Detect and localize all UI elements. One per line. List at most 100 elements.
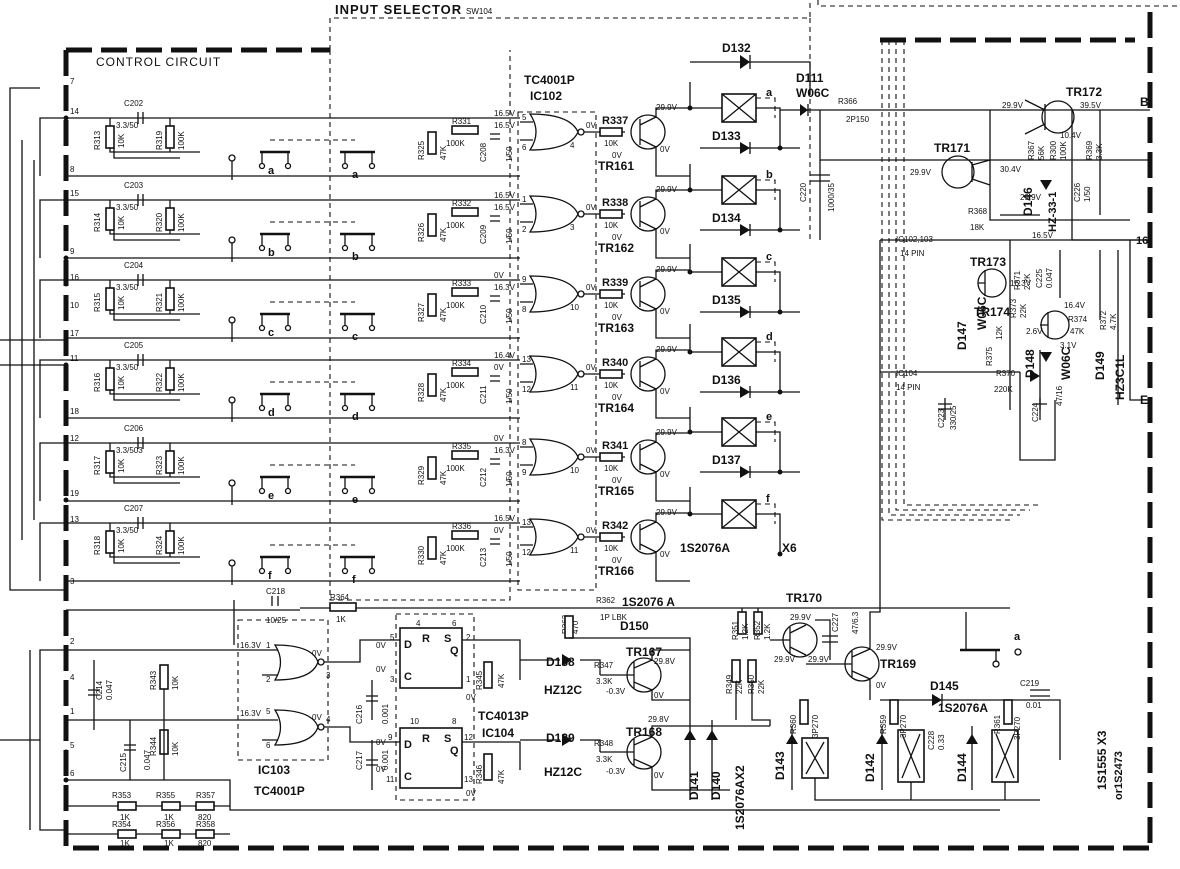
d140-part: 1S2076AX2: [733, 765, 747, 830]
d132-label: D132: [722, 41, 751, 55]
ic102-part: TC4001P: [524, 73, 575, 87]
nor-gate: [528, 113, 579, 151]
gate-in-v1: 16.4V: [494, 351, 516, 360]
ff1-pin-3: 3: [390, 675, 395, 684]
rb-value: 10K: [604, 544, 619, 553]
cap-value: 3.3/503: [116, 446, 143, 455]
connector-pin-4: 4: [70, 673, 75, 682]
v-395: 39.5V: [1080, 101, 1102, 110]
connector-pin-dot: [63, 749, 69, 755]
c215-label: C215: [119, 752, 128, 772]
ff1-r: R: [422, 633, 430, 645]
r-a-label: R317: [93, 455, 102, 475]
cap-value: 3.3/50: [116, 203, 139, 212]
v-304: 30.4V: [1000, 165, 1022, 174]
connector-pin-11: 11: [70, 354, 79, 363]
ic104-label: IC104: [896, 369, 918, 378]
gate-in-v2: 16.3V: [494, 283, 516, 292]
cap-label: C203: [124, 181, 144, 190]
r351-label: R351: [731, 620, 740, 640]
c220-val: 1000/35: [827, 183, 836, 212]
input-selector-title: INPUT SELECTOR: [335, 2, 462, 17]
ff1-pin-5: 5: [390, 633, 395, 642]
r357-label: R357: [196, 791, 216, 800]
tr170-v2: 29.9V: [774, 655, 796, 664]
r360-val: 3P270: [811, 714, 820, 738]
c216-label: C216: [355, 704, 364, 724]
relay-diode-label: D136: [712, 373, 741, 387]
r300-label: R300: [1049, 140, 1058, 160]
r-in-value: 100K: [446, 301, 465, 310]
control-circuit-title: CONTROL CIRCUIT: [96, 55, 221, 69]
connector-pin-14: 14: [70, 107, 79, 116]
r-in-value: 100K: [446, 381, 465, 390]
r-in-value: 100K: [446, 139, 465, 148]
gate-in-v2: 0V: [494, 526, 504, 535]
r375-val: 12K: [995, 325, 1004, 340]
r355-label: R355: [156, 791, 176, 800]
r356-val: 1K: [164, 839, 174, 848]
c-f-label: C211: [479, 385, 488, 404]
tr169-e: 0V: [876, 681, 886, 690]
r-in-label: R334: [452, 359, 472, 368]
r351-val: 1.2K: [741, 623, 750, 640]
r346-val: 47K: [497, 769, 506, 784]
r346-label: R346: [475, 764, 484, 784]
d144-label: D144: [955, 753, 969, 782]
v-26: 2.6V: [1026, 327, 1043, 336]
rb-v: 0V: [612, 313, 622, 322]
rb-label: R338: [602, 197, 628, 209]
d143-label: D143: [773, 751, 787, 780]
ic104-pins: 14 PIN: [896, 383, 921, 392]
relay-letter: e: [766, 411, 772, 423]
r352-label: R352: [753, 620, 762, 640]
flipflop-top: [399, 627, 463, 689]
ff2-pin-12: 12: [464, 733, 473, 742]
nor-gate: [528, 195, 579, 233]
r-a-label: R316: [93, 372, 102, 392]
r369-label: R369: [1085, 140, 1094, 160]
connector-pin-12: 12: [70, 434, 79, 443]
r-b-value: 100K: [177, 213, 186, 232]
c217-label: C217: [355, 750, 364, 770]
ff-v-2: 0V: [376, 665, 386, 674]
ff2-c: C: [404, 771, 412, 783]
cap-value: 3.3/50: [116, 121, 139, 130]
c220-label: C220: [799, 182, 808, 202]
ff1-pin-2: 2: [466, 633, 471, 642]
r-b-value: 100K: [177, 293, 186, 312]
rb-v: 0V: [612, 476, 622, 485]
nor-gate: [528, 355, 579, 393]
ff2-pin-13: 13: [464, 775, 473, 784]
r300-val: 100K: [1059, 141, 1068, 160]
ff1-pin-4: 4: [416, 619, 421, 628]
r-pd-value: 47K: [439, 145, 448, 160]
connector-pin-5: 5: [70, 741, 75, 750]
transistor-label: TR166: [598, 564, 634, 578]
ff1-q: Q: [450, 645, 459, 657]
nor-gate: [528, 518, 579, 556]
r349-label: R349: [725, 674, 734, 694]
relay-letter: d: [766, 331, 773, 343]
connector-pin-9: 9: [70, 247, 75, 256]
cap-label: C206: [124, 424, 144, 433]
v-163: 16.3V: [1010, 279, 1032, 288]
r-in-label: R335: [452, 442, 472, 451]
connector-pin-1: 1: [70, 707, 75, 716]
cap-label: C207: [124, 504, 144, 513]
left-bus-loops: [0, 87, 66, 831]
d141-label: D141: [687, 771, 701, 800]
r349-val: 22K: [735, 679, 744, 694]
rb-value: 10K: [604, 464, 619, 473]
d146-label: D146: [1021, 187, 1035, 216]
r364-val: 1K: [336, 615, 346, 624]
c-f-value: 1/50: [505, 308, 514, 324]
switch-letter: d: [268, 407, 275, 419]
tr168-e: 0V: [654, 771, 664, 780]
